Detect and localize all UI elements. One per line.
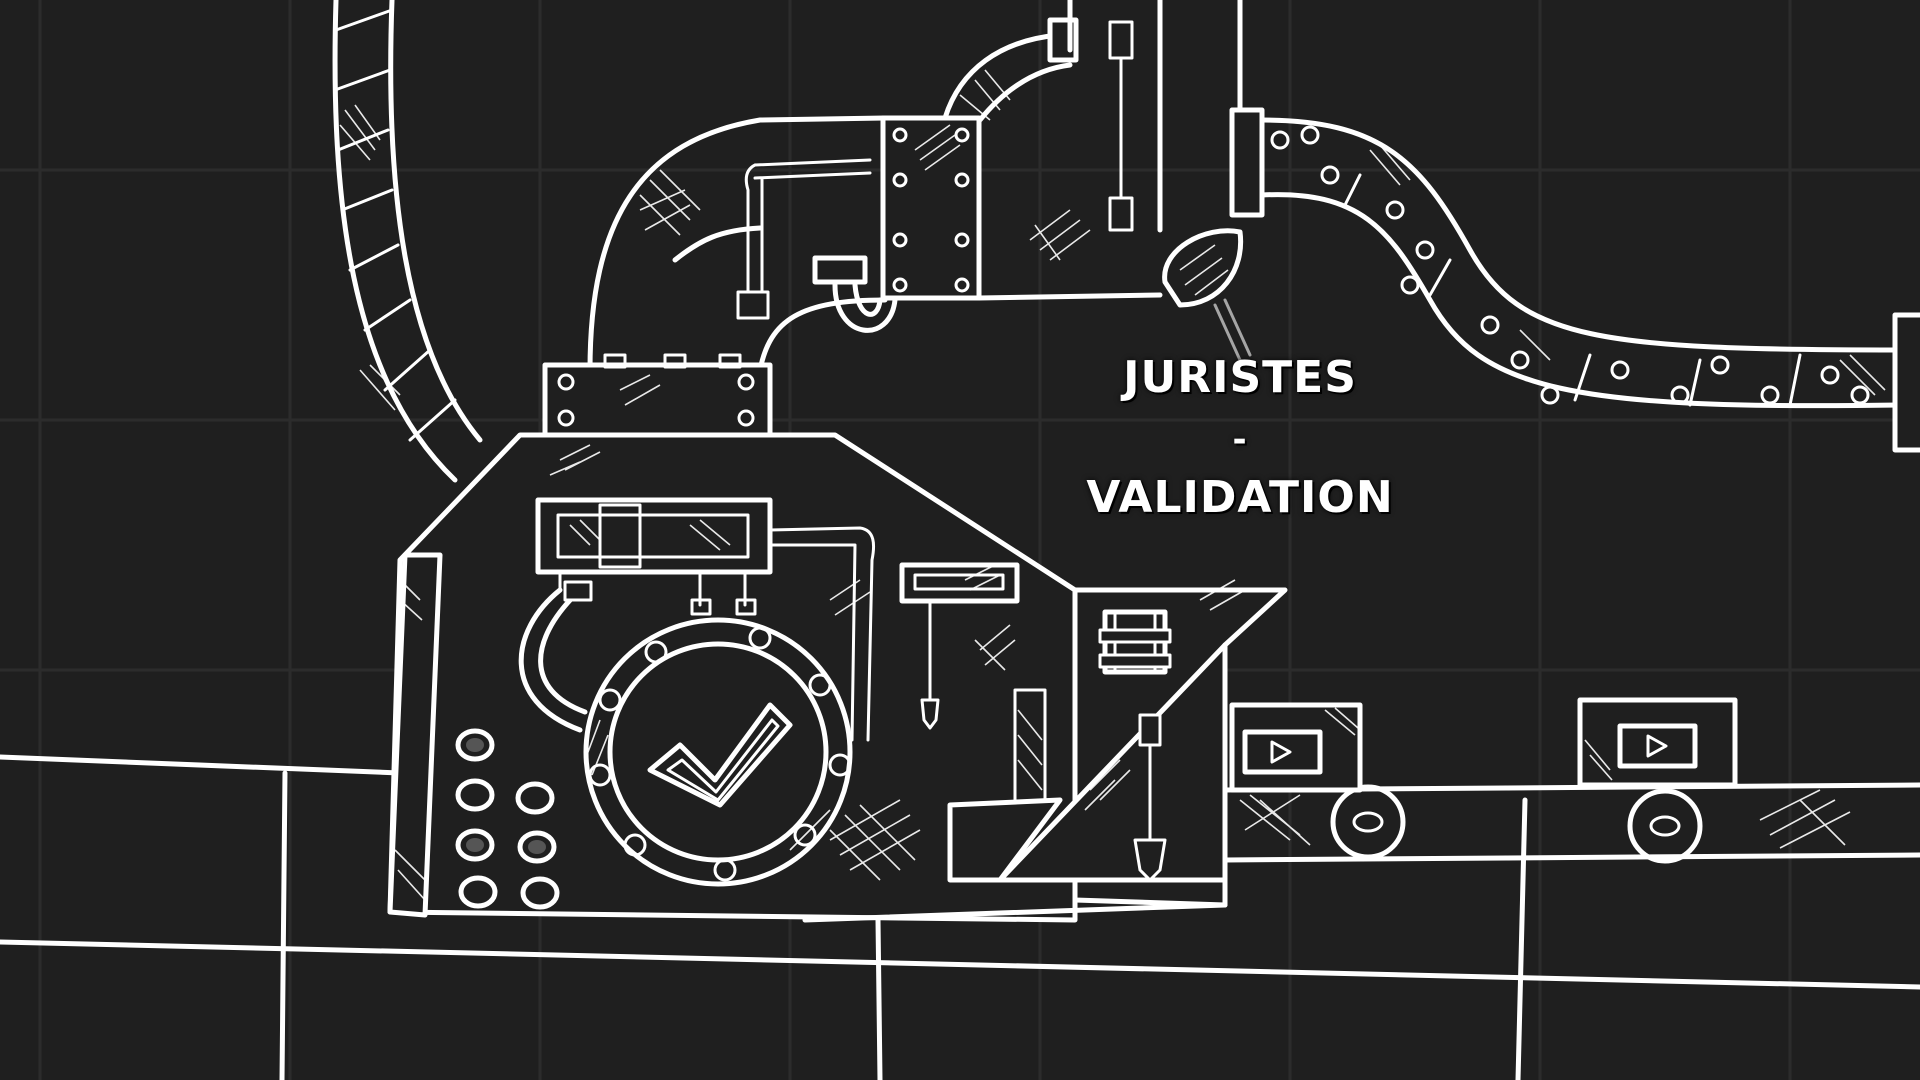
floor-table bbox=[0, 754, 1920, 1080]
caption-separator: - bbox=[1232, 420, 1248, 460]
caption-line-1: JURISTES bbox=[1123, 352, 1357, 403]
play-icon bbox=[1270, 740, 1292, 764]
play-icon bbox=[1646, 734, 1668, 758]
nozzle bbox=[1162, 228, 1252, 362]
left-hose bbox=[332, 0, 483, 483]
top-hose bbox=[942, 0, 1079, 123]
conveyor-item-2 bbox=[1577, 697, 1738, 788]
upper-elbow-pipe bbox=[587, 115, 898, 373]
caption-line-2: VALIDATION bbox=[1086, 472, 1394, 523]
right-hose bbox=[1229, 107, 1920, 453]
gauge-tube bbox=[535, 497, 875, 742]
press-wedge bbox=[947, 579, 1288, 908]
conveyor-item-1 bbox=[1229, 702, 1363, 793]
conveyor-belt bbox=[1222, 782, 1920, 864]
indicator-lights bbox=[455, 728, 560, 910]
flange-block bbox=[880, 115, 982, 301]
side-tube bbox=[518, 580, 593, 733]
checkmark-icon bbox=[647, 702, 793, 808]
plunger bbox=[899, 562, 1020, 730]
coupler-block bbox=[542, 353, 773, 438]
cabinet-base bbox=[802, 902, 1228, 923]
porthole bbox=[583, 617, 853, 887]
main-pipe bbox=[976, 0, 1243, 301]
